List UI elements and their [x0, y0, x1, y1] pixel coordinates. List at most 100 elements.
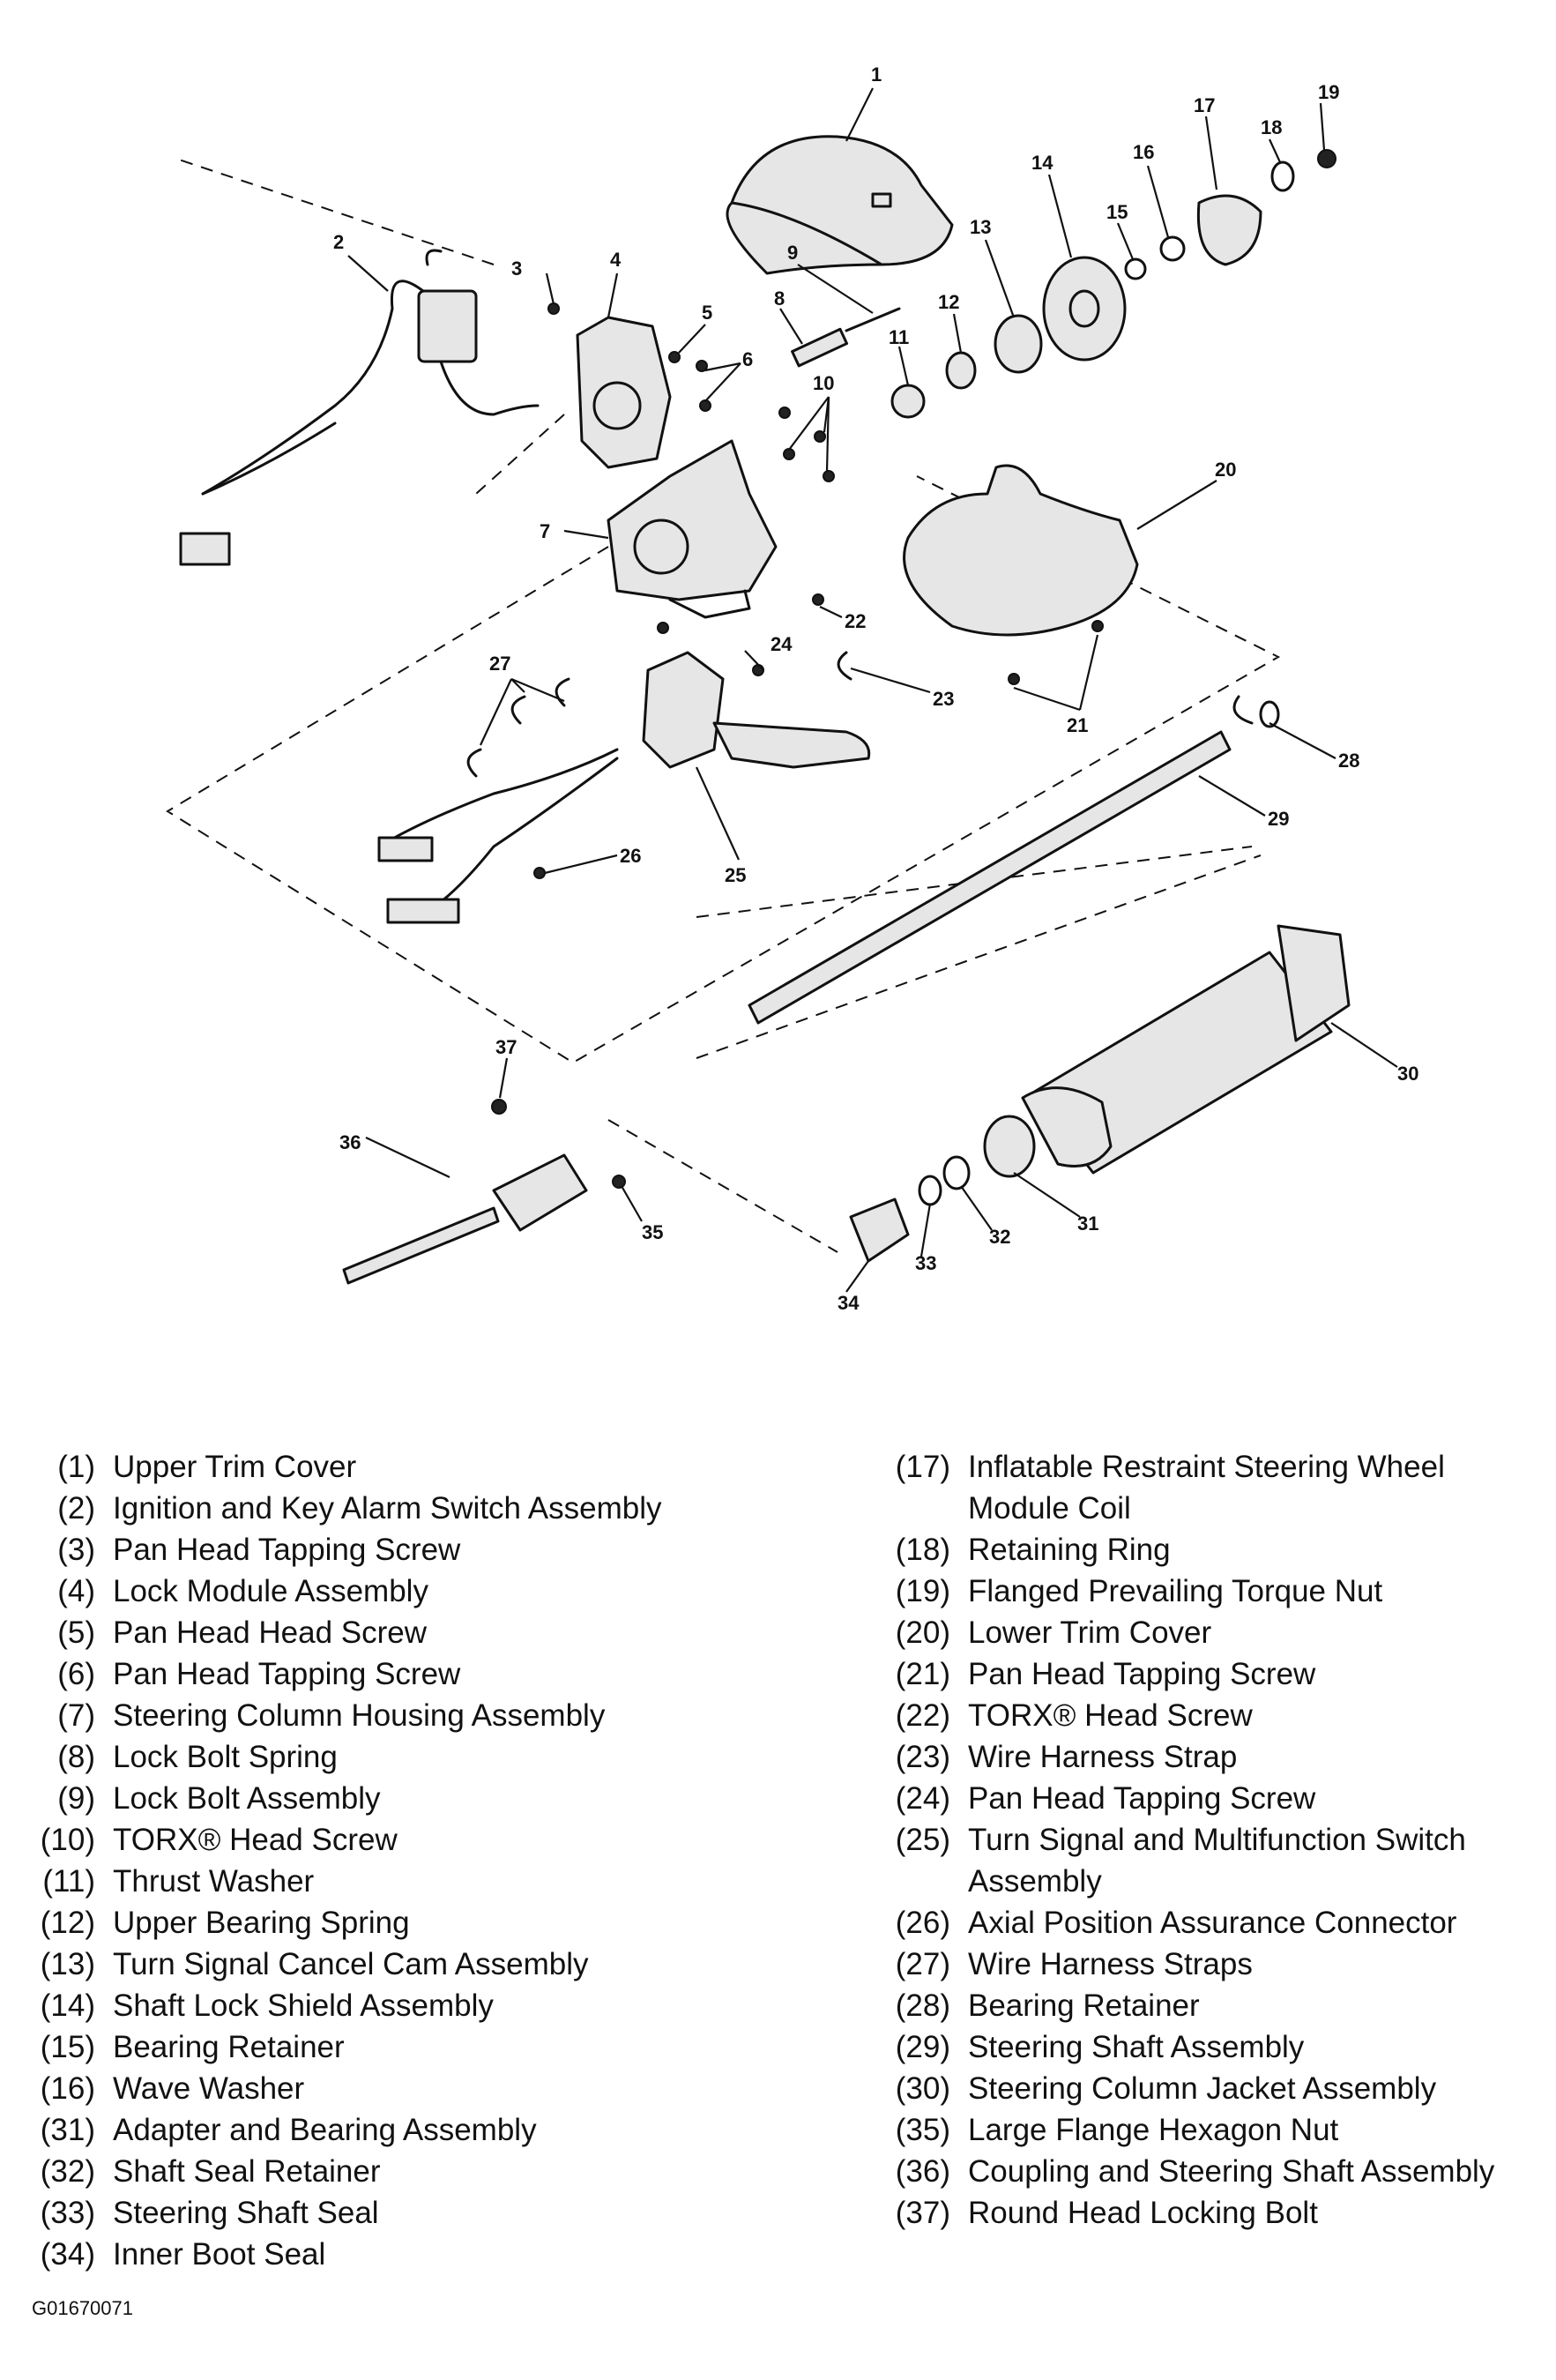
callout-18: 18: [1261, 116, 1282, 138]
callout-17: 17: [1194, 94, 1215, 116]
legend-item-number: (18): [895, 1533, 950, 1567]
callout-19: 19: [1318, 81, 1339, 103]
callout-22: 22: [845, 610, 866, 632]
steering-shaft-assembly: [748, 700, 1280, 1025]
legend-item-text: Steering Shaft Assembly: [968, 2030, 1305, 2064]
legend-item: (6) Pan Head Tapping Screw: [18, 1653, 864, 1695]
legend-item-text: Turn Signal and Multifunction Switch Ass…: [968, 1823, 1466, 1899]
upper-trim-cover: [726, 135, 954, 275]
legend-item-number: (19): [895, 1574, 950, 1608]
callout-16: 16: [1133, 141, 1154, 163]
callout-24: 24: [771, 633, 793, 655]
legend-item-number: (4): [57, 1574, 95, 1608]
legend-item: (11) Thrust Washer: [18, 1861, 864, 1902]
legend-item: (5)Pan Head Head Screw: [18, 1612, 864, 1653]
legend-item: (2) Ignition and Key Alarm Switch Assembl…: [18, 1488, 864, 1529]
callout-20: 20: [1215, 459, 1236, 481]
legend-item-number: (14): [40, 1988, 95, 2023]
legend-item-text: Retaining Ring: [968, 1533, 1171, 1567]
callout-27: 27: [489, 653, 510, 675]
legend-item-number: (20): [895, 1615, 950, 1650]
legend-item: (25) Turn Signal and Multifunction Switch…: [873, 1819, 1543, 1902]
legend-item-text: Adapter and Bearing Assembly: [113, 2113, 537, 2147]
legend-item-text: Ignition and Key Alarm Switch Assembly: [113, 1491, 662, 1526]
legend-item-text: Steering Column Housing Assembly: [113, 1698, 606, 1733]
ignition-key-alarm-switch: [179, 249, 540, 566]
legend-item: (12)Upper Bearing Spring: [18, 1902, 864, 1944]
legend-item: (1)Upper Trim Cover: [18, 1446, 864, 1488]
legend-item-text: Pan Head Tapping Screw: [113, 1533, 461, 1567]
callout-9: 9: [787, 242, 798, 264]
legend-item-text: Steering Shaft Seal: [113, 2196, 379, 2230]
legend-item-text: Bearing Retainer: [968, 1988, 1200, 2023]
legend-item: (13)Turn Signal Cancel Cam Assembly: [18, 1944, 864, 1985]
legend-item-number: (37): [895, 2196, 950, 2230]
callout-11: 11: [889, 326, 909, 348]
legend-item-text: TORX® Head Screw: [113, 1823, 398, 1857]
callout-25: 25: [725, 864, 746, 886]
callout-labels: 1 2 3 4 5 6 7 8 9 10 11 12 13 14 15 16 1…: [333, 63, 1418, 1314]
legend-item-number: (1): [57, 1450, 95, 1484]
legend-item-number: (10): [40, 1823, 95, 1857]
legend-item-number: (32): [40, 2154, 95, 2189]
callout-28: 28: [1338, 750, 1359, 772]
legend-item-number: (7): [57, 1698, 95, 1733]
lock-module-assembly: [547, 302, 672, 469]
callout-21: 21: [1067, 714, 1088, 736]
callout-12: 12: [938, 291, 959, 313]
legend-item: (26)Axial Position Assurance Connector: [873, 1902, 1543, 1944]
legend-item-text: Lower Trim Cover: [968, 1615, 1212, 1650]
legend-item-number: (35): [895, 2113, 950, 2147]
legend-item: (29)Steering Shaft Assembly: [873, 2026, 1543, 2068]
legend-item: (28) Bearing Retainer: [873, 1985, 1543, 2026]
callout-35: 35: [642, 1221, 663, 1243]
legend-item: (30)Steering Column Jacket Assembly: [873, 2068, 1543, 2109]
legend-item-text: Wire Harness Strap: [968, 1740, 1238, 1774]
legend-item: (34)Inner Boot Seal: [18, 2234, 864, 2275]
legend-item-number: (16): [40, 2071, 95, 2106]
legend-item: (27)Wire Harness Straps: [873, 1944, 1543, 1985]
legend-item-number: (11): [42, 1864, 95, 1899]
legend-item-text: Upper Bearing Spring: [113, 1906, 410, 1940]
callout-29: 29: [1268, 808, 1289, 830]
callout-30: 30: [1397, 1063, 1418, 1085]
legend-item-number: (3): [57, 1533, 95, 1567]
callout-leaders: [347, 87, 1398, 1293]
callout-3: 3: [511, 257, 522, 280]
legend-item-number: (2): [57, 1491, 95, 1526]
callout-8: 8: [774, 287, 785, 310]
callout-13: 13: [970, 216, 991, 238]
steering-column-jacket: [1021, 924, 1351, 1175]
legend-item: (36)Coupling and Steering Shaft Assembly: [873, 2151, 1543, 2192]
legend-item-number: (8): [57, 1740, 95, 1774]
callout-14: 14: [1031, 152, 1053, 174]
legend-item-text: Thrust Washer: [113, 1864, 315, 1899]
coupling-and-steering-shaft: [342, 1099, 626, 1285]
legend-item-text: Pan Head Tapping Screw: [968, 1781, 1316, 1816]
legend-right-column: (17)Inflatable Restraint Steering Wheel …: [873, 1446, 1543, 2234]
legend-item-number: (23): [895, 1740, 950, 1774]
legend-item: (3) Pan Head Tapping Screw: [18, 1529, 864, 1571]
legend-item-number: (25): [895, 1823, 950, 1857]
callout-34: 34: [838, 1292, 860, 1314]
legend-item: (37)Round Head Locking Bolt: [873, 2192, 1543, 2234]
legend-item-number: (34): [40, 2237, 95, 2272]
legend-item-text: Lock Module Assembly: [113, 1574, 428, 1608]
shaft-stack-parts: [890, 149, 1336, 419]
legend-item-text: Steering Column Jacket Assembly: [968, 2071, 1437, 2106]
legend-item-text: Pan Head Tapping Screw: [968, 1657, 1316, 1691]
legend-item: (16)Wave Washer: [18, 2068, 864, 2109]
callout-4: 4: [610, 249, 622, 271]
legend-item: (20) Lower Trim Cover: [873, 1612, 1543, 1653]
lower-trim-cover: [903, 464, 1139, 637]
legend-item-number: (28): [895, 1988, 950, 2023]
legend-item-number: (6): [57, 1657, 95, 1691]
legend-item: (17)Inflatable Restraint Steering Wheel …: [873, 1446, 1543, 1529]
legend-item-number: (15): [40, 2030, 95, 2064]
legend-item-number: (21): [895, 1657, 950, 1691]
legend-item: (32)Shaft Seal Retainer: [18, 2151, 864, 2192]
legend-item-text: Pan Head Tapping Screw: [113, 1657, 461, 1691]
legend-item-text: Pan Head Head Screw: [113, 1615, 428, 1650]
legend-item: (31)Adapter and Bearing Assembly: [18, 2109, 864, 2151]
legend-item-number: (36): [895, 2154, 950, 2189]
